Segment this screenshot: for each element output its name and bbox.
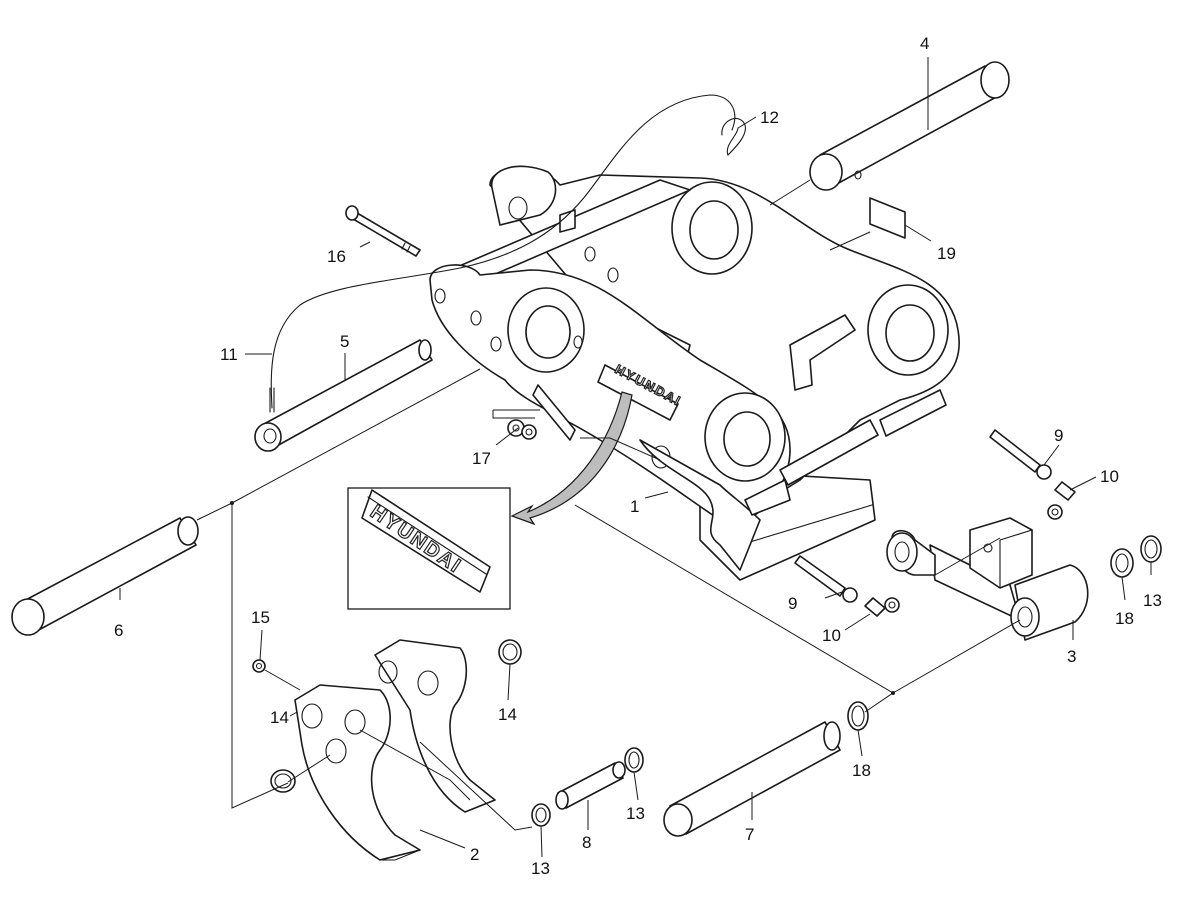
callout-6: 6 — [114, 621, 123, 640]
callout-10-upper: 10 — [1100, 467, 1119, 486]
callout-16: 16 — [327, 247, 346, 266]
callout-12: 12 — [760, 108, 779, 127]
ring-14-right — [498, 639, 522, 665]
callout-9-lower: 9 — [788, 594, 797, 613]
ring-18-lower — [847, 701, 869, 731]
safety-chain — [270, 94, 736, 409]
callout-7: 7 — [745, 825, 754, 844]
grease-nipple-15 — [252, 659, 266, 673]
callout-17: 17 — [472, 449, 491, 468]
nuts-17 — [507, 419, 537, 440]
callout-14-left: 14 — [270, 708, 289, 727]
callout-14-right: 14 — [498, 705, 517, 724]
callout-15: 15 — [251, 608, 270, 627]
snap-ring-13-right — [1140, 535, 1162, 563]
pin-6 — [11, 516, 199, 636]
callout-3: 3 — [1067, 647, 1076, 666]
assembly-lines — [196, 179, 1021, 831]
hydraulic-cylinder-3 — [886, 517, 1089, 641]
callout-9-upper: 9 — [1054, 426, 1063, 445]
callout-numbers: 1 2 3 4 5 6 7 8 9 9 10 10 11 12 13 13 13… — [114, 34, 1162, 878]
nameplate-19 — [869, 197, 906, 239]
callout-leaders — [119, 57, 1152, 858]
callout-5: 5 — [340, 332, 349, 351]
snap-ring-13-center — [624, 747, 644, 773]
snap-ring-13-left — [531, 803, 551, 827]
callout-2: 2 — [470, 845, 479, 864]
pin-5 — [254, 339, 433, 452]
r-clip-12 — [721, 117, 746, 156]
bolt-16 — [345, 205, 421, 257]
callout-8: 8 — [582, 833, 591, 852]
detail-arrow — [510, 391, 633, 526]
fitting-10-lower — [864, 597, 900, 617]
logo-detail-box: HYUNDAI — [347, 487, 511, 610]
pin-8 — [555, 761, 626, 810]
callout-4: 4 — [920, 34, 929, 53]
callout-10-lower: 10 — [822, 626, 841, 645]
pin-4 — [809, 61, 1010, 191]
quick-coupler-frame: HYUNDAI — [429, 165, 960, 581]
fitting-10-upper — [1047, 481, 1076, 520]
callout-18-lower: 18 — [852, 761, 871, 780]
hook-plates-2 — [294, 639, 496, 861]
ring-18-right — [1110, 548, 1134, 578]
callout-11: 11 — [220, 345, 238, 364]
callout-18-right: 18 — [1115, 609, 1134, 628]
callout-13-right: 13 — [1143, 591, 1162, 610]
callout-19: 19 — [937, 244, 956, 263]
callout-1: 1 — [630, 497, 639, 516]
callout-13-center: 13 — [626, 804, 645, 823]
bolt-9-upper — [989, 429, 1052, 480]
callout-13-left: 13 — [531, 859, 550, 878]
bolt-9-lower — [794, 555, 858, 603]
pin-7 — [663, 721, 841, 837]
ring-14-left — [270, 769, 296, 793]
